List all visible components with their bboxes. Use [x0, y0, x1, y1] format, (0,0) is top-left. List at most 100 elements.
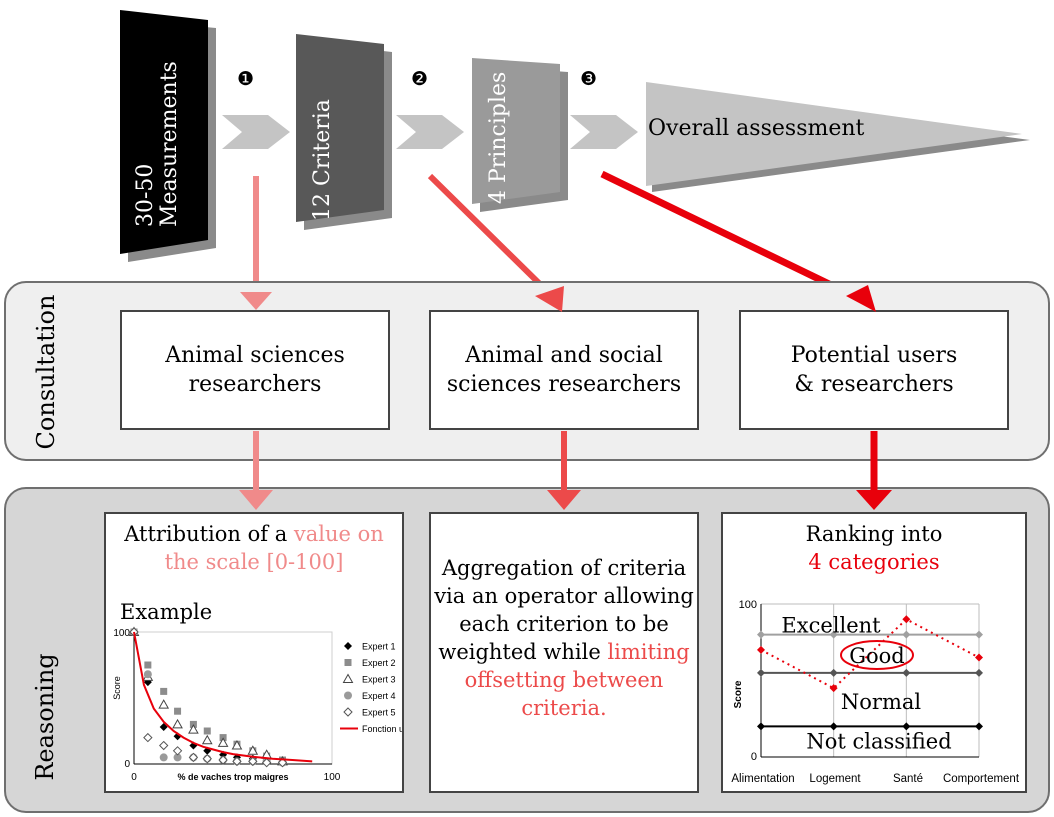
- chart2-category-0: Alimentation: [731, 773, 794, 785]
- step-number-3: ❸: [580, 68, 598, 90]
- chevron-2: [396, 115, 464, 149]
- stage-4-block: [646, 82, 1022, 186]
- chart1-legend-swatch-5: [343, 707, 353, 717]
- chart1-point-expert2-3: [174, 707, 182, 715]
- chart1-point-expert5-6: [218, 755, 228, 765]
- chart1-xtick-right: 100: [324, 772, 341, 783]
- box1-line2: researchers: [188, 372, 322, 397]
- chart1-point-expert3-7: [231, 740, 243, 750]
- chart2-ytick-top: 100: [739, 599, 757, 611]
- chart2-threshold-2-marker-3: [975, 722, 983, 731]
- stage-2-block: [296, 34, 384, 222]
- card1-example-label: Example: [120, 600, 213, 624]
- chart1-x-label: % de vaches trop maigres: [177, 772, 288, 782]
- stage-4-label: Overall assessment: [648, 116, 865, 141]
- chart1-ytick-bottom: 0: [124, 759, 130, 770]
- chart2-series-point-1: [829, 684, 838, 693]
- chart1-point-expert3-3: [172, 718, 183, 729]
- card2-line3: each criterion to be: [459, 612, 669, 636]
- chart2-good-highlight-ellipse: [840, 640, 914, 671]
- arrow-3-head: [846, 285, 876, 312]
- chart1-point-expert1-5: [203, 746, 212, 755]
- chart2-series-point-0: [757, 645, 765, 654]
- chart1-point-expert5-7: [232, 756, 242, 767]
- chart1-point-expert4-3: [173, 753, 182, 762]
- chart2-band-label-3: Not classified: [806, 730, 951, 754]
- chart1-legend-label-2: Expert 2: [362, 658, 396, 668]
- card2-line4: weighted while: [438, 640, 608, 664]
- arrow-4-head: [239, 490, 273, 510]
- card1-title-highlight1: value on: [293, 522, 384, 546]
- chart1-legend-label-4: Expert 4: [362, 691, 396, 701]
- consultation-box-animal-sciences: Animal sciences researchers: [120, 310, 390, 430]
- chart2-category-2: Santé: [893, 773, 923, 785]
- box3-line1: Potential users: [790, 343, 958, 368]
- stage-3-block: [472, 58, 560, 204]
- chart1-point-expert5-5: [202, 754, 212, 764]
- chart2-category-3: Comportement: [943, 773, 1020, 785]
- step-number-2: ❷: [411, 68, 429, 90]
- chart1-legend-label-5: Expert 5: [362, 708, 396, 718]
- card1-title: Attribution of a value on the scale [0-1…: [106, 520, 402, 576]
- card2-highlight-line1: offsetting between: [464, 668, 664, 692]
- chart2-threshold-0-marker-3: [975, 630, 983, 639]
- chart1-legend-swatch-2: [344, 659, 352, 666]
- chart2-threshold-2-marker-2: [902, 722, 911, 731]
- chart2-threshold-1-marker-1: [829, 668, 838, 677]
- chart1-point-expert5-10: [277, 757, 288, 768]
- card2-highlight-inline: limiting: [607, 640, 690, 664]
- card2-highlight-line2: criteria.: [521, 696, 607, 720]
- card3-title-plain: Ranking into: [805, 522, 943, 546]
- chart1-point-expert3-5: [201, 734, 213, 745]
- chart2-threshold-1-marker-3: [975, 668, 983, 677]
- pipeline-graphic: [120, 10, 1030, 300]
- reasoning-card-attribution: Attribution of a value on the scale [0-1…: [104, 512, 404, 793]
- box1-line1: Animal sciences: [165, 343, 345, 368]
- chart1-point-expert5-3: [172, 746, 183, 756]
- chart1-xtick-left: 0: [131, 772, 137, 783]
- chart2-band-label-0: Excellent: [781, 613, 881, 637]
- chart2-threshold-1-marker-0: [757, 668, 765, 677]
- card1-title-highlight2: the scale [0-100]: [164, 550, 344, 574]
- chart1-point-expert1-2: [159, 723, 168, 732]
- card2-text: Aggregation of criteria via an operator …: [431, 554, 697, 722]
- chart1-point-expert5-2: [158, 740, 169, 751]
- arrow-2-head: [535, 286, 564, 312]
- reasoning-card-aggregation: Aggregation of criteria via an operator …: [429, 512, 699, 793]
- chart2-threshold-1-marker-2: [902, 668, 911, 677]
- arrow-1-head: [240, 292, 272, 310]
- chart1-point-expert3-8: [247, 745, 259, 755]
- consultation-box-users: Potential users & researchers: [739, 310, 1009, 430]
- card3-title: Ranking into 4 categories: [723, 520, 1025, 576]
- arrow-6-head: [856, 490, 892, 510]
- chart1-legend-label-3: Expert 3: [362, 675, 396, 685]
- chart2-y-label: Score: [733, 680, 744, 708]
- box3-line2: & researchers: [794, 372, 954, 397]
- chart1-point-expert4-2: [159, 753, 168, 762]
- chart2-ytick-bottom: 0: [751, 751, 757, 763]
- chart1-point-expert2-1: [144, 661, 152, 669]
- chart1-point-expert5-8: [248, 756, 258, 767]
- chart1-ytick-top: 100: [113, 628, 130, 639]
- card2-line2: via an operator allowing: [434, 584, 694, 608]
- card1-title-plain: Attribution of a: [124, 522, 294, 546]
- chart2-threshold-0-marker-1: [829, 630, 838, 639]
- card2-line1: Aggregation of criteria: [441, 556, 687, 580]
- chart2-band-label-1: Good: [849, 644, 905, 668]
- chart2-threshold-0-marker-2: [902, 630, 911, 639]
- consultation-box-social-sciences: Animal and social sciences researchers: [429, 310, 699, 430]
- chart2-threshold-0-marker-0: [757, 630, 765, 639]
- box2-line1: Animal and social: [465, 343, 663, 368]
- stage-1-block: [120, 10, 208, 254]
- chart1-y-label: Score: [112, 676, 122, 700]
- chart1-point-expert1-1: [143, 678, 152, 687]
- chart1-legend-swatch-3: [342, 673, 354, 683]
- chart1-point-expert2-5: [203, 727, 211, 735]
- chart1-legend-swatch-4: [344, 691, 352, 700]
- chart1-point-expert5-9: [261, 757, 272, 768]
- step-number-1: ❶: [237, 68, 255, 90]
- chart1-legend-label-1: Expert 1: [362, 642, 396, 652]
